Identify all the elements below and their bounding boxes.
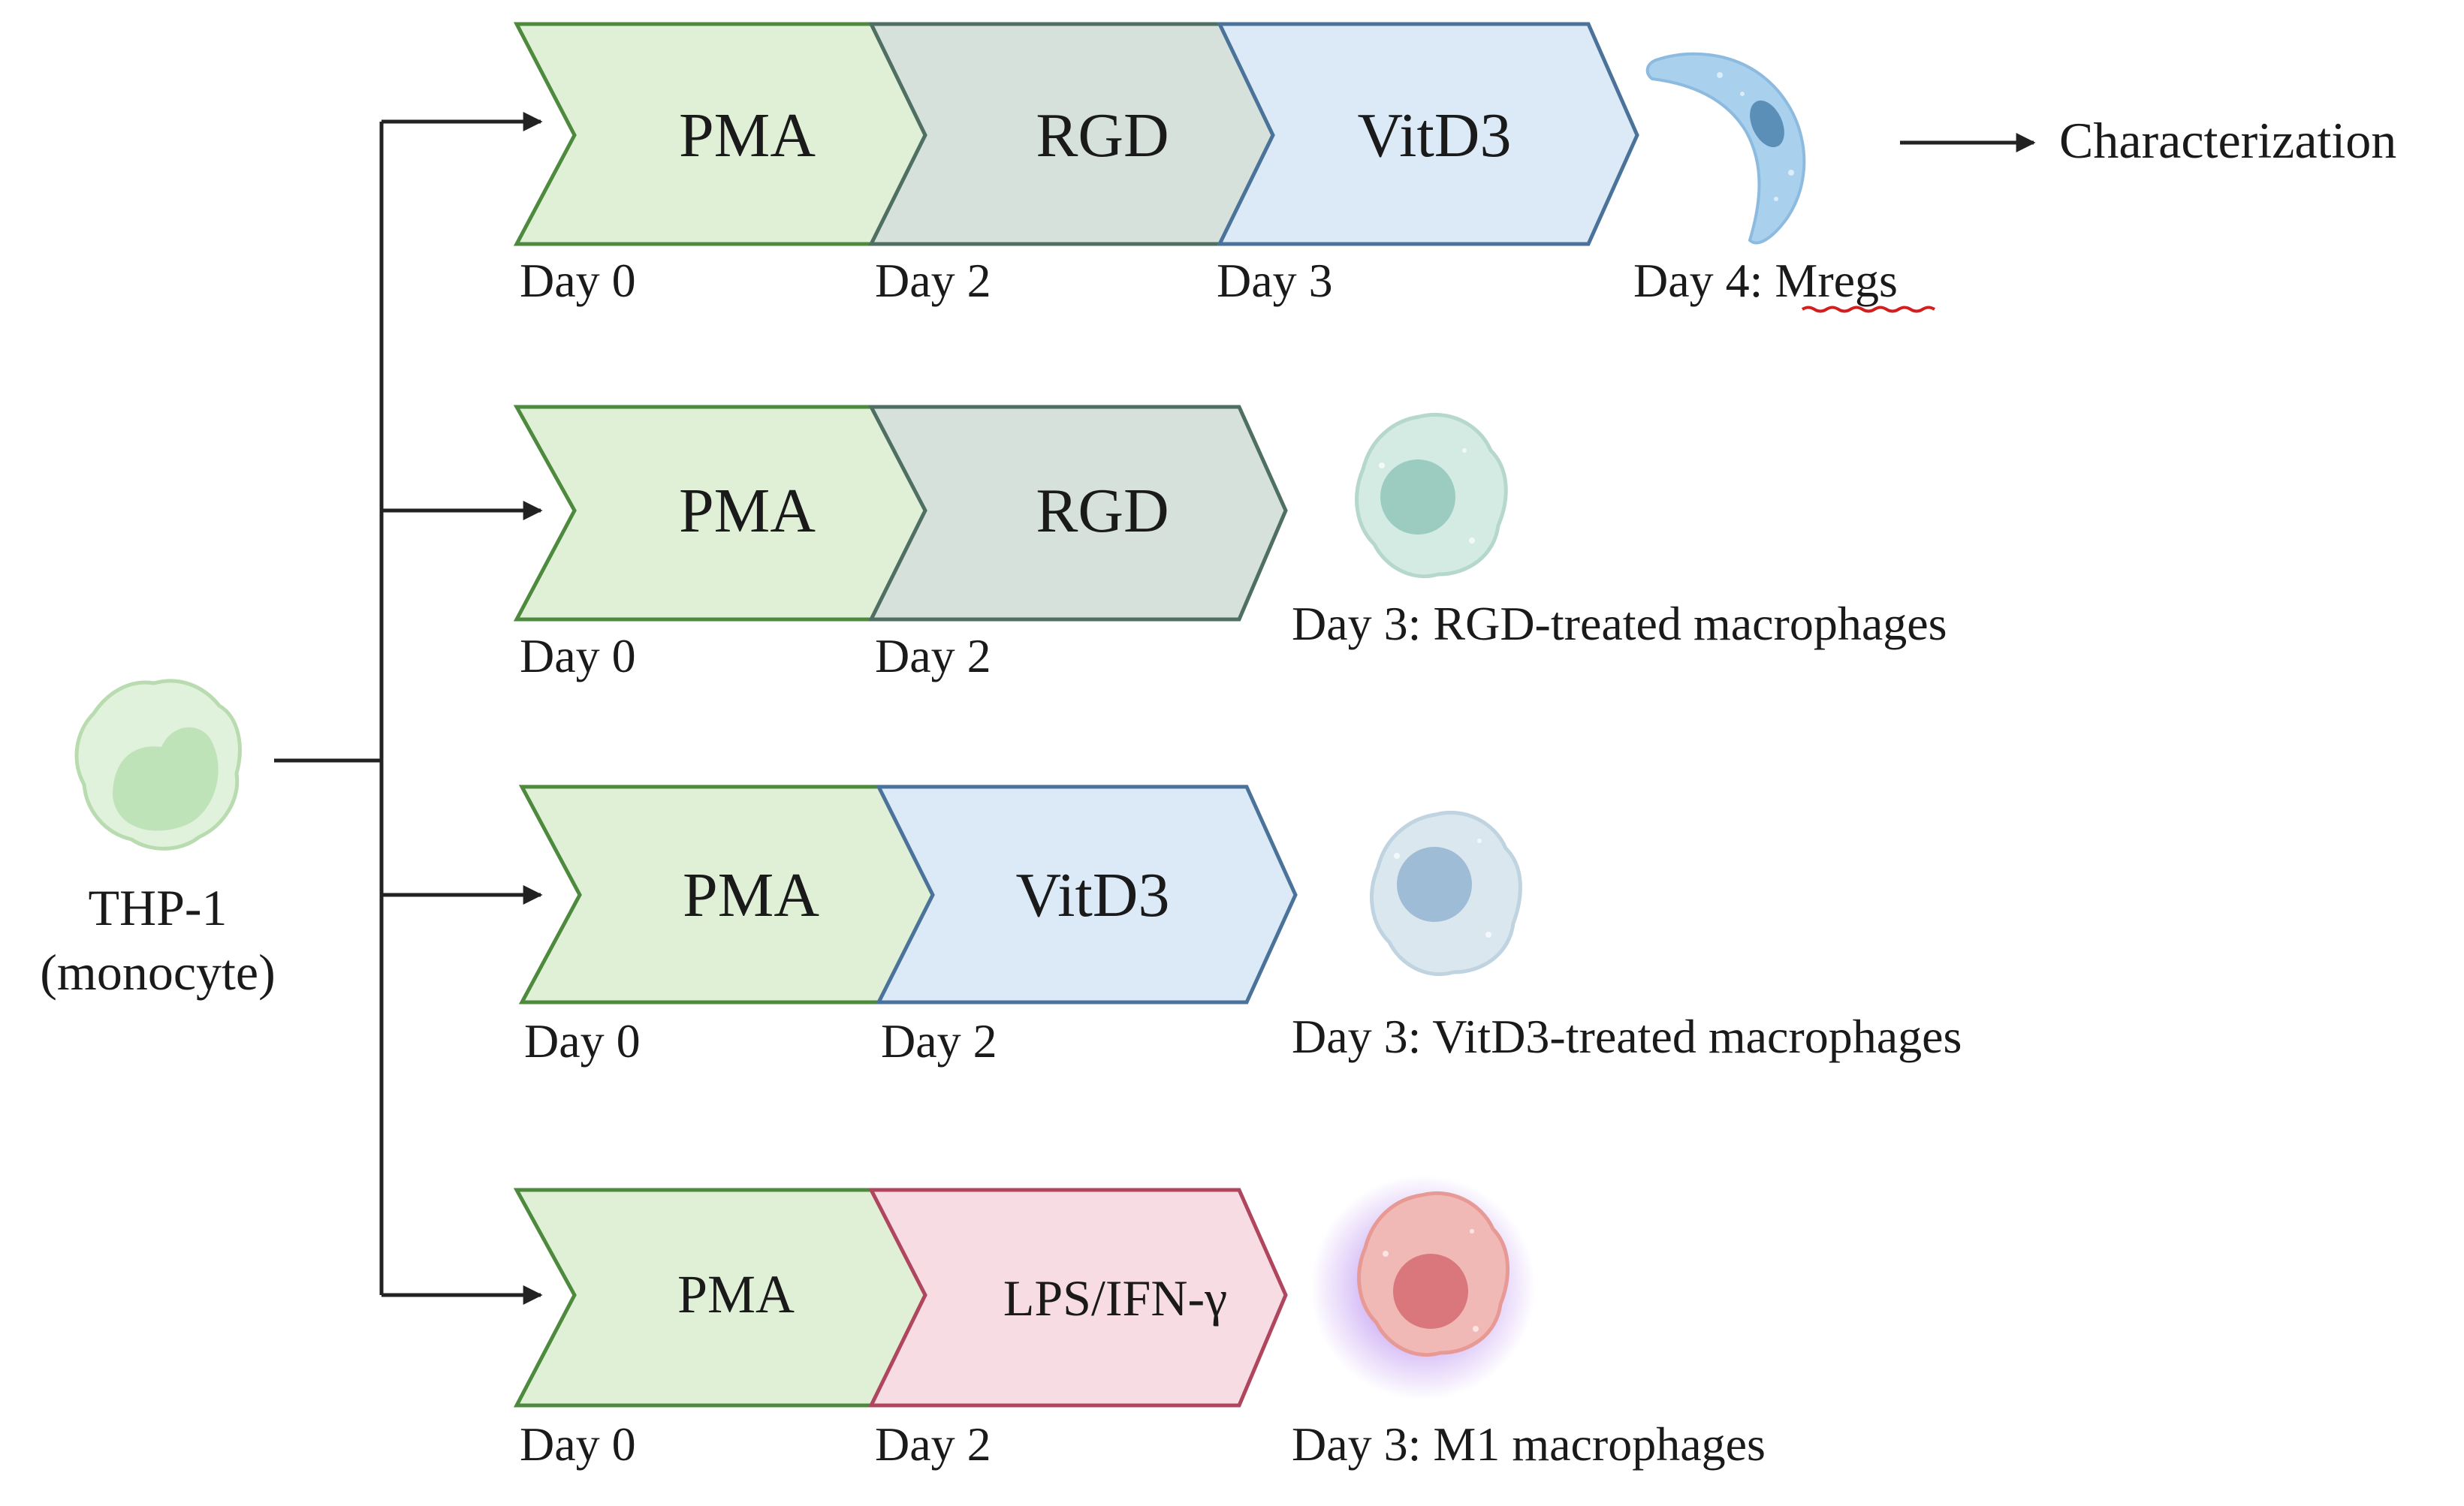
step-label: PMA — [683, 860, 819, 930]
day-label: Day 3 — [1217, 254, 1333, 307]
outcome-prefix: Day 4: — [1633, 254, 1775, 307]
step-label: RGD — [1036, 101, 1169, 170]
protocol-row-m1: PMA LPS/IFN-γ Day 0 Day 2 Day 3: M1 macr… — [513, 1175, 1766, 1471]
mreg-cell-icon — [1645, 52, 1806, 245]
step-label: VitD3 — [1016, 860, 1170, 930]
chevron-lps — [867, 1188, 1288, 1408]
source-label-line2: (monocyte) — [40, 944, 275, 1001]
thp1-monocyte-icon — [74, 679, 242, 851]
chevron-vitd3 — [875, 785, 1298, 1005]
spellcheck-underline — [1801, 306, 1936, 313]
branch-connectors — [274, 112, 543, 1305]
m1-macrophage-icon — [1310, 1175, 1536, 1400]
vitd3-macrophage-icon — [1370, 810, 1522, 977]
source-label-line1: THP-1 — [88, 879, 227, 936]
outcome-label: Day 3: RGD-treated macrophages — [1292, 597, 1947, 650]
chevron-rgd — [867, 405, 1288, 622]
day-label: Day 0 — [520, 254, 636, 307]
day-label: Day 2 — [875, 254, 991, 307]
step-label: PMA — [677, 1264, 795, 1324]
day-label: Day 0 — [524, 1014, 641, 1068]
step-label: RGD — [1036, 476, 1169, 546]
outcome-label: Day 4: Mregs — [1633, 254, 1898, 307]
outcome-label: Day 3: M1 macrophages — [1292, 1417, 1766, 1471]
outcome-label: Day 3: VitD3-treated macrophages — [1292, 1010, 1962, 1063]
rgd-macrophage-icon — [1355, 412, 1508, 579]
protocol-row-vitd3: PMA VitD3 Day 0 Day 2 Day 3: VitD3-treat… — [518, 785, 1962, 1068]
day-label: Day 0 — [520, 1417, 636, 1471]
day-label: Day 2 — [875, 629, 991, 682]
day-label: Day 2 — [881, 1014, 997, 1068]
day-label: Day 0 — [520, 629, 636, 682]
next-step-label: Characterization — [2059, 112, 2396, 169]
protocol-row-rgd: PMA RGD Day 0 Day 2 Day 3: RGD-treated m… — [513, 405, 1947, 682]
step-label: PMA — [679, 476, 816, 546]
day-label: Day 2 — [875, 1417, 991, 1471]
step-label: LPS/IFN-γ — [1003, 1270, 1227, 1327]
chevron-vitd3 — [1216, 22, 1639, 246]
step-label: PMA — [679, 101, 816, 170]
step-label: VitD3 — [1358, 101, 1512, 170]
outcome-name: Mregs — [1775, 254, 1898, 307]
protocol-row-mregs: PMA RGD VitD3 Day 0 Day 2 Day 3 Day 4: M… — [513, 22, 2396, 313]
